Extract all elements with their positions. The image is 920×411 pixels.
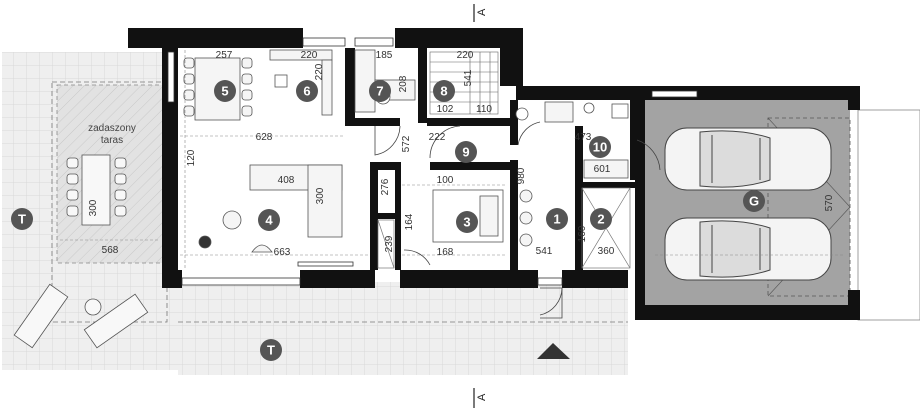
- section-marker-top: A: [473, 4, 488, 22]
- windows: [167, 37, 698, 286]
- dimension-label: 570: [824, 194, 835, 211]
- dimension-label: 601: [594, 164, 611, 175]
- dimension-label: 276: [380, 178, 391, 195]
- section-label-bottom: A: [476, 393, 488, 401]
- terrace-label-line-1: zadaszony: [88, 123, 136, 134]
- dimension-label: 102: [437, 104, 454, 115]
- room-marker: 7: [369, 80, 391, 102]
- room-marker-circle: [433, 80, 455, 102]
- room-marker: T: [260, 339, 282, 361]
- room-marker-circle: [546, 208, 568, 230]
- room-marker-label: T: [267, 343, 275, 358]
- dimension-label: 100: [437, 175, 454, 186]
- room-marker: 9: [455, 141, 477, 163]
- dimension-label: 473: [575, 132, 592, 143]
- dimension-label: 110: [476, 104, 492, 115]
- room-marker: 2: [590, 208, 612, 230]
- room-marker-label: 1: [553, 212, 560, 227]
- dimension-label: 408: [278, 175, 295, 186]
- room-marker-circle: [369, 80, 391, 102]
- dimension-label: 300: [88, 199, 99, 216]
- dimension-label: 663: [274, 247, 291, 258]
- dimension-label: 222: [429, 132, 446, 143]
- room-marker-circle: [455, 141, 477, 163]
- room-marker-circle: [589, 136, 611, 158]
- dimension-label: 360: [598, 246, 615, 257]
- section-marker-bottom: A: [473, 388, 488, 408]
- terrace-label-line-2: taras: [101, 135, 123, 146]
- dimension-label: 185: [376, 50, 393, 61]
- room-marker: 8: [433, 80, 455, 102]
- room-marker: 1: [546, 208, 568, 230]
- dimension-label: 120: [186, 149, 197, 166]
- section-label-top: A: [476, 8, 488, 16]
- room-marker: 10: [589, 136, 611, 158]
- room-marker: 3: [456, 211, 478, 233]
- room-marker-label: 10: [593, 140, 607, 155]
- dimension-label: 220: [314, 63, 325, 80]
- room-marker-circle: [11, 208, 33, 230]
- door-icons: [374, 121, 661, 319]
- room-marker-circle: [214, 80, 236, 102]
- garage-driveway: [857, 109, 920, 321]
- car-icon: [664, 217, 832, 281]
- terrace-furniture: [13, 154, 149, 349]
- dimension-lines: [60, 50, 845, 268]
- dimension-label: 568: [102, 245, 119, 256]
- room-marker-label: 2: [597, 212, 604, 227]
- room-marker-circle: [260, 339, 282, 361]
- room-marker: 5: [214, 80, 236, 102]
- room-marker: G: [743, 190, 765, 212]
- dimension-label: 628: [256, 132, 273, 143]
- dimension-label: 980: [516, 167, 527, 184]
- room-marker-circle: [296, 80, 318, 102]
- car-icon: [664, 127, 832, 191]
- dimension-label: 239: [384, 235, 395, 252]
- dimension-label: 300: [315, 187, 326, 204]
- room-marker: T: [11, 208, 33, 230]
- room-marker-label: 9: [462, 145, 469, 160]
- room-marker-label: 7: [376, 84, 383, 99]
- dimension-label: 220: [301, 50, 318, 61]
- dimension-label: 164: [404, 213, 415, 230]
- dimension-label: 541: [536, 246, 553, 257]
- room-marker-circle: [743, 190, 765, 212]
- dimension-label: 257: [216, 50, 233, 61]
- room-marker-circle: [590, 208, 612, 230]
- north-arrow-icon: [537, 343, 570, 359]
- stairs: [429, 51, 499, 115]
- room-marker-circle: [258, 209, 280, 231]
- dimension-label: 168: [437, 247, 454, 258]
- room-marker: 4: [258, 209, 280, 231]
- room-marker-label: G: [749, 194, 759, 209]
- dimension-label: 572: [401, 135, 412, 152]
- room-marker-label: 3: [463, 215, 470, 230]
- room-marker-label: T: [18, 212, 26, 227]
- terrace-bottom: [178, 282, 628, 375]
- room-marker-label: 4: [265, 213, 273, 228]
- furniture: [183, 49, 629, 253]
- dimension-label: 220: [457, 50, 474, 61]
- room-marker-circle: [456, 211, 478, 233]
- dimension-label: 208: [398, 75, 409, 92]
- dimension-label: 160: [577, 225, 588, 242]
- walls: [128, 28, 860, 320]
- room-marker: 6: [296, 80, 318, 102]
- room-marker-label: 6: [303, 84, 310, 99]
- room-marker-label: 5: [221, 84, 228, 99]
- room-marker-label: 8: [440, 84, 447, 99]
- dimension-label: 541: [463, 69, 474, 86]
